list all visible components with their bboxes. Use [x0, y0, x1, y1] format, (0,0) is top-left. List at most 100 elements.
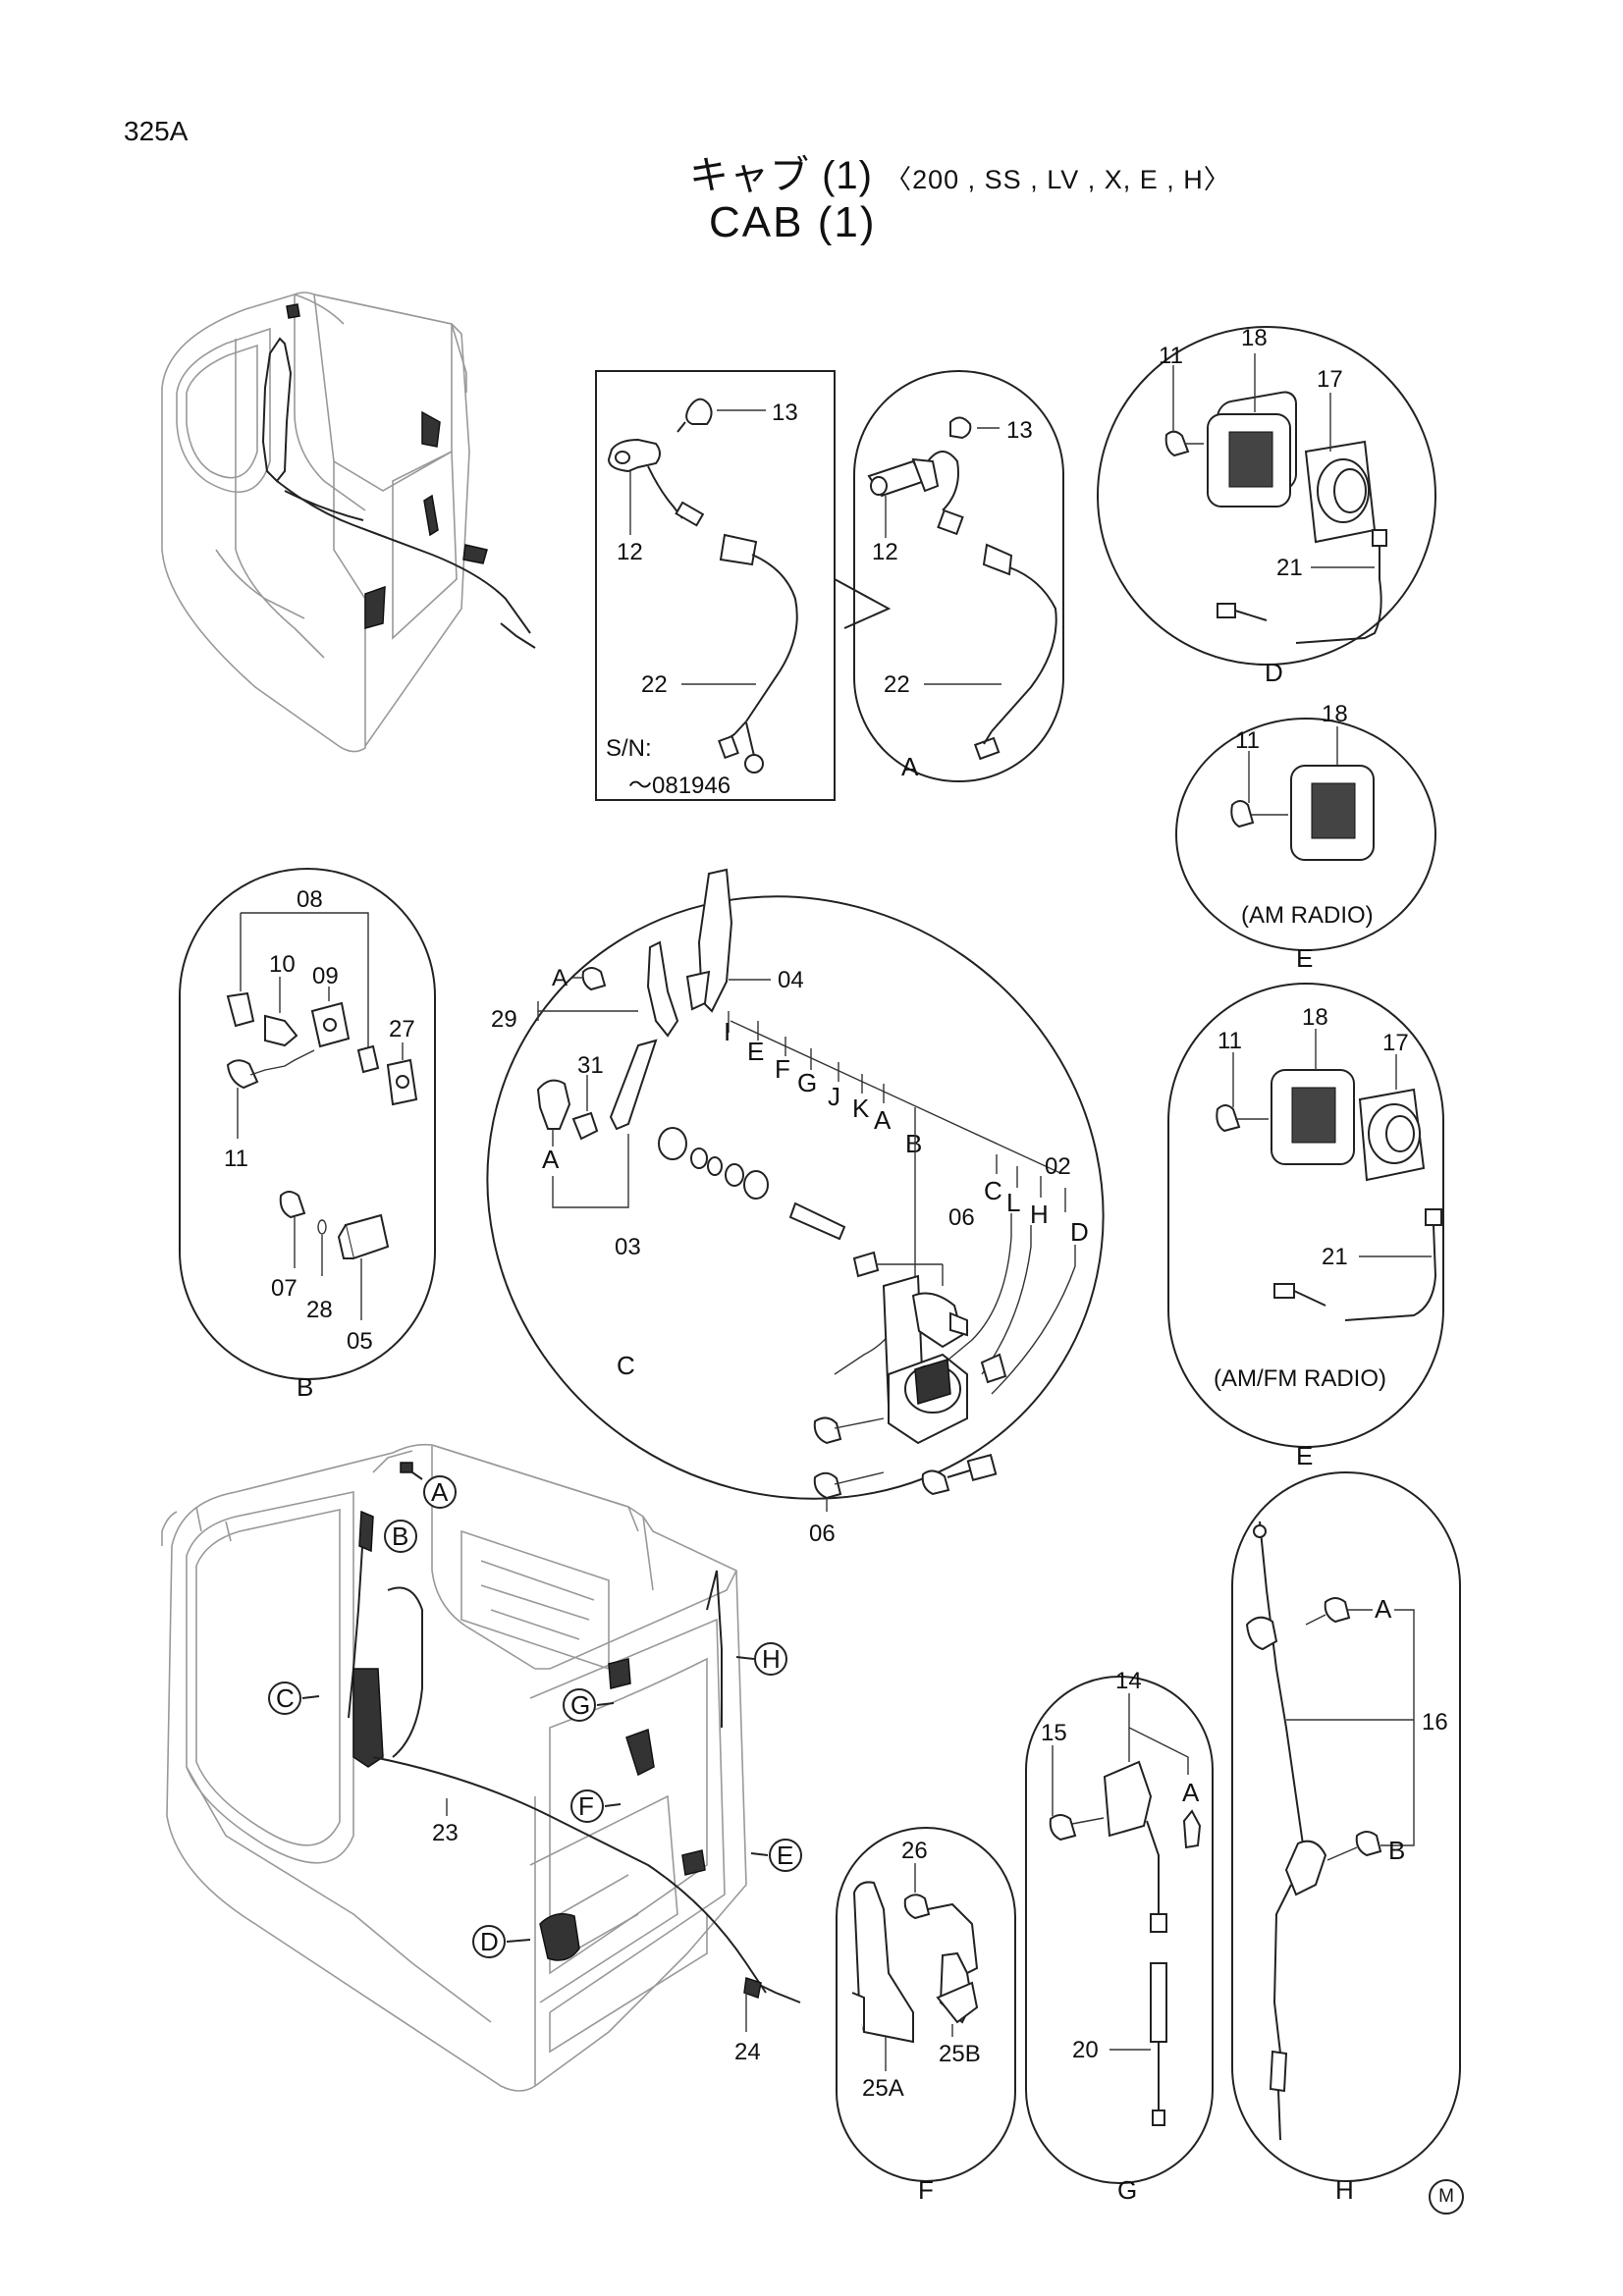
callout-k: K: [852, 1094, 870, 1123]
detail-letter-c: C: [617, 1351, 635, 1380]
marker-e: E: [750, 1839, 802, 1872]
callout-e: E: [747, 1037, 764, 1066]
callout-08: 08: [297, 886, 323, 913]
marker-c: C: [268, 1682, 320, 1715]
callout-02: 02: [1045, 1153, 1071, 1180]
callout-28: 28: [306, 1297, 333, 1323]
callout-d: D: [1070, 1217, 1089, 1247]
svg-text:G: G: [570, 1690, 590, 1720]
callout-15: 15: [1041, 1720, 1067, 1746]
caption-amfm-radio: (AM/FM RADIO): [1214, 1365, 1386, 1392]
detail-g-lead: 15 14 A 20 G: [1025, 1668, 1214, 2205]
callout-13: 13: [772, 400, 798, 426]
callout-11: 11: [1159, 343, 1183, 369]
caption-am-radio: (AM RADIO): [1241, 902, 1374, 929]
watermark-letter: M: [1429, 2179, 1464, 2215]
callout-l: L: [1006, 1188, 1020, 1217]
callout-i: I: [724, 1017, 730, 1046]
detail-a-boxed: 13 12 22 S/N: ～081946: [595, 370, 836, 801]
callout-17: 17: [1317, 366, 1343, 393]
detail-transition-arrow: [834, 578, 892, 629]
callout-14: 14: [1115, 1668, 1142, 1694]
callout-18: 18: [1322, 701, 1348, 727]
detail-letter-g: G: [1117, 2175, 1137, 2205]
callout-20: 20: [1072, 2037, 1099, 2063]
marker-a: A: [411, 1471, 457, 1509]
callout-f: F: [775, 1054, 790, 1084]
title-jp-text: キャブ (1): [689, 154, 873, 197]
callout-29: 29: [491, 1006, 517, 1033]
callout-10: 10: [269, 951, 296, 978]
callout-17: 17: [1382, 1030, 1409, 1056]
detail-e-am: 11 18 (AM RADIO) E: [1175, 701, 1436, 973]
marker-g: G: [563, 1688, 615, 1722]
callout-06-1: 06: [948, 1204, 975, 1231]
callout-18: 18: [1241, 325, 1268, 351]
svg-text:E: E: [777, 1841, 793, 1870]
callout-11: 11: [1235, 727, 1260, 754]
serial-value: ～081946: [628, 773, 730, 799]
callout-03: 03: [615, 1234, 641, 1260]
title-english: CAB (1): [709, 198, 877, 246]
callout-a: A: [1182, 1778, 1200, 1807]
callout-13: 13: [1006, 417, 1033, 444]
detail-letter-d: D: [1265, 658, 1283, 687]
callout-16: 16: [1422, 1709, 1448, 1735]
callout-11: 11: [1217, 1028, 1242, 1054]
cab-overview-top: [161, 292, 536, 753]
callout-b: B: [905, 1129, 922, 1158]
callout-26: 26: [901, 1838, 928, 1864]
detail-a-rounded: 13 12 22 A: [853, 370, 1064, 782]
callout-a-3: A: [874, 1105, 892, 1135]
detail-b: 08 10 09 27 11 07 28 05 B: [179, 868, 436, 1402]
callout-12: 12: [872, 539, 898, 565]
callout-25b: 25B: [939, 2041, 981, 2067]
detail-letter-h: H: [1335, 2175, 1354, 2205]
callout-07: 07: [271, 1275, 298, 1302]
detail-e-amfm: 11 18 17 21 (AM/FM RADIO) E: [1167, 983, 1444, 1470]
callout-h: H: [1030, 1200, 1049, 1229]
detail-letter-a: A: [901, 752, 919, 781]
callout-22: 22: [884, 671, 910, 698]
callout-21: 21: [1322, 1244, 1348, 1270]
svg-text:H: H: [762, 1644, 781, 1674]
detail-letter-e1: E: [1296, 943, 1313, 973]
svg-text:C: C: [276, 1683, 295, 1713]
callout-j: J: [828, 1082, 840, 1111]
callout-b: B: [1388, 1836, 1405, 1865]
callout-18: 18: [1302, 1004, 1328, 1031]
callout-05: 05: [347, 1328, 373, 1355]
callout-31: 31: [577, 1052, 604, 1079]
callout-09: 09: [312, 963, 339, 989]
title-models: 〈200 , SS , LV , X, E , H〉: [885, 165, 1231, 194]
detail-h-antenna: A 16 B H: [1231, 1471, 1461, 2205]
detail-letter-e2: E: [1296, 1441, 1313, 1470]
cab-overview-main: A B C H G F E: [161, 1443, 802, 2092]
detail-letter-f: F: [918, 2175, 934, 2205]
callout-12: 12: [617, 539, 643, 565]
detail-f-pedal: 26 25A 25B F: [836, 1827, 1016, 2205]
serial-label: S/N:: [606, 735, 652, 762]
marker-b: B: [384, 1520, 417, 1553]
callout-c: C: [984, 1176, 1002, 1205]
callout-06-2: 06: [809, 1521, 836, 1547]
svg-text:D: D: [480, 1927, 499, 1956]
detail-d-speaker: 11 18 17 21 D: [1097, 325, 1436, 687]
svg-text:F: F: [578, 1791, 594, 1821]
callout-21: 21: [1276, 555, 1303, 581]
marker-f: F: [570, 1789, 622, 1823]
marker-d: D: [472, 1925, 531, 1958]
svg-text:B: B: [392, 1522, 408, 1551]
callout-a-2: A: [542, 1145, 560, 1174]
title-japanese: キャブ (1) 〈200 , SS , LV , X, E , H〉: [689, 143, 1231, 200]
callout-24: 24: [734, 2039, 761, 2065]
callout-22: 22: [641, 671, 668, 698]
callout-04: 04: [778, 967, 804, 993]
callout-a: A: [1375, 1594, 1392, 1624]
page-number: 325A: [124, 116, 189, 146]
callout-11: 11: [224, 1146, 248, 1172]
callout-25a: 25A: [862, 2075, 904, 2102]
callout-27: 27: [389, 1016, 415, 1042]
detail-letter-b: B: [297, 1372, 313, 1402]
